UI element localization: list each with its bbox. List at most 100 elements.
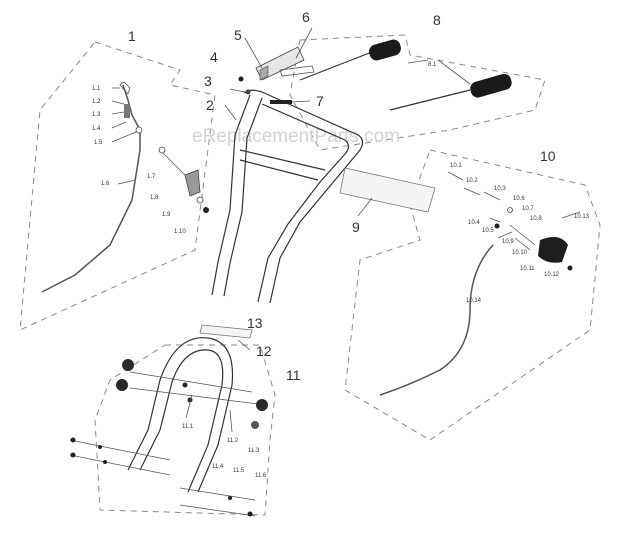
nut-1-10-icon [203,207,209,213]
bolt-line-6 [179,504,256,517]
bracket-1-8-icon [184,169,201,197]
callout-10-11: 10.11 [520,266,535,272]
nut-11-5-icon [228,496,232,500]
grip-shaft-left [299,51,373,81]
callout-10-4: 10.4 [468,220,480,226]
nut-10-5-icon [494,223,500,229]
callout-10-9: 10.9 [502,239,514,245]
callout-10-12: 10.12 [544,272,560,278]
grip-shaft-right [389,89,471,111]
lower-handle-outer [127,337,234,493]
callout-10-2: 10.2 [466,178,478,184]
outline-group-8 [289,34,546,151]
callout-11-3: 11.3 [248,448,260,454]
callout-labels: 1 1.1 1.2 1.3 1.4 1.5 1.6 1.7 1.8 1.9 1.… [92,9,590,479]
screw-10-13-icon [561,211,581,219]
console-bracket-icon [259,65,269,81]
callout-10-10: 10.10 [512,250,528,256]
callout-10-8: 10.8 [530,216,542,222]
callout-8: 8 [433,12,441,28]
bolt-line-3 [69,439,171,461]
callout-10: 10 [540,148,556,164]
callout-9: 9 [352,219,360,235]
callout-11-1: 11.1 [182,424,194,430]
callout-4: 4 [210,49,218,65]
callout-1-5: 1.5 [94,140,103,146]
cable-clip-icon [124,104,130,118]
leader-lines-8 [407,59,471,85]
knob-11-3-icon [251,421,259,429]
outline-group-10 [344,149,601,441]
grip-left-icon [369,39,401,61]
callout-11-4: 11.4 [212,464,224,470]
bolt-head-1-icon [70,437,76,443]
leader-6 [295,27,313,59]
console-parts [224,27,315,121]
callout-2: 2 [206,97,214,113]
leader-12 [237,339,251,351]
callout-10-6: 10.6 [513,196,525,202]
knob-upper-left-icon [122,359,134,371]
outline-group-11 [94,344,276,516]
upper-handle-2 [211,89,364,304]
callout-10-14: 10.14 [466,298,482,304]
callout-11-2: 11.2 [227,438,239,444]
grip-right-icon [470,73,512,98]
leader-lines-10 [447,171,513,239]
leader-2 [224,104,237,121]
upper-handle-left-outer [211,94,251,296]
cable-10-14 [379,244,494,396]
lower-handle-inner [139,349,224,493]
callout-10-13: 10.13 [574,214,590,220]
knob-right-icon [256,399,268,411]
callout-1-2: 1.2 [92,99,101,105]
nut-11-6-icon [247,511,253,517]
leader-9 [357,197,373,217]
callout-1-4: 1.4 [92,126,101,132]
callout-6: 6 [302,9,310,25]
callout-1-9: 1.9 [162,212,171,218]
callout-12: 12 [256,343,272,359]
nut-1-7-icon [158,146,166,154]
callout-1-6: 1.6 [101,181,110,187]
washer-2-icon [103,460,107,464]
bolt-line-1 [129,371,253,393]
callout-10-3: 10.3 [494,186,506,192]
callout-8-1: 8.1 [428,62,437,68]
cable-end-icon [119,81,131,95]
callout-11-6: 11.6 [255,473,267,479]
upper-handle-left-inner [223,97,263,297]
group-outlines [19,34,601,516]
callout-1: 1 [128,28,136,44]
outline-group-1 [19,41,216,331]
watermark: eReplacementParts.com [192,126,400,147]
callout-5: 5 [234,27,242,43]
knob-lower-left-icon [116,379,128,391]
cable-assembly-1 [41,81,209,293]
washer-10-7-icon [507,207,513,213]
decal-9 [339,167,436,217]
cable-ferrule-icon [135,126,143,134]
handle-crossbar [239,149,326,181]
callout-11: 11 [286,367,301,383]
bolt-head-2-icon [70,452,76,458]
callout-3: 3 [204,73,212,89]
bolt-3-icon [245,89,251,95]
washer-1-9-icon [196,196,204,204]
callout-13: 13 [247,315,263,331]
nut-4-icon [238,76,244,82]
callout-10-1: 10.1 [450,163,462,169]
screw-10-12-icon [567,265,573,271]
bolt-line-2 [129,387,259,405]
nut-middle-1-icon [182,382,188,388]
callout-1-1: 1.1 [92,86,101,92]
bolt-line-4 [69,454,171,476]
lever-housing-10-11-icon [538,236,568,263]
callout-1-3: 1.3 [92,112,101,118]
leader-7 [291,100,311,103]
lower-handle-12 [69,324,268,517]
callout-1-8: 1.8 [150,195,159,201]
grips-8 [299,39,512,111]
